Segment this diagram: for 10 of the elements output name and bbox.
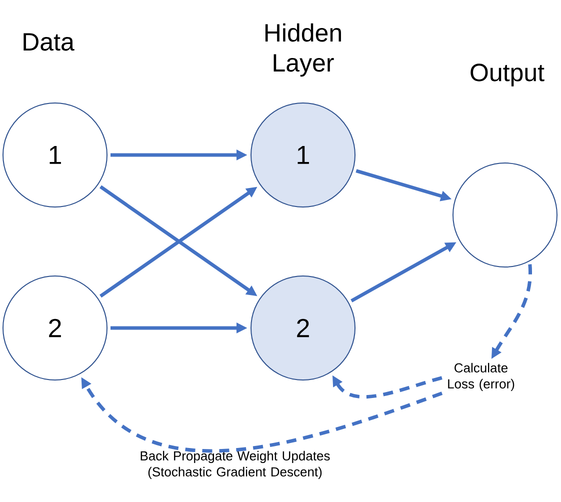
circle-node: 1 [250,102,356,208]
circle-node [452,162,558,268]
circle-node: 1 [2,102,108,208]
column-heading: Data [24,33,74,51]
column-heading: Hidden Layer [265,23,341,77]
circle-node: 2 [250,275,356,380]
loss-text: Calculate Loss (error) [448,362,514,392]
circle-node: 2 [2,275,108,380]
column-heading: Output [470,64,544,86]
edge-label: Back Propagate Weight Updates (Stochastic Gradient Descent) [140,450,330,480]
